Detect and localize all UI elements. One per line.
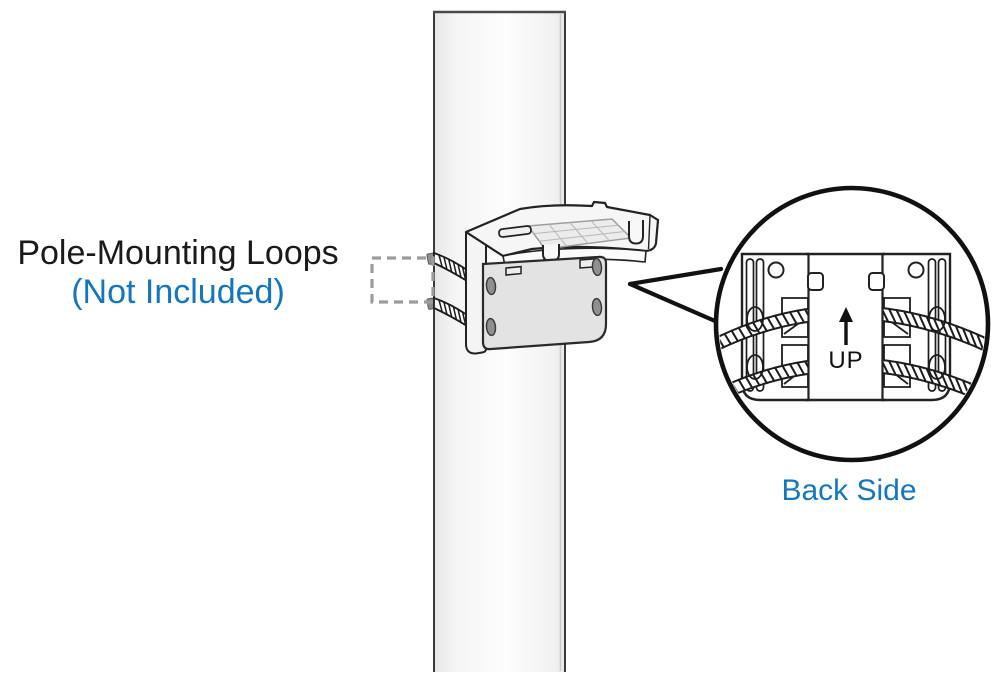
bracket-back-plate xyxy=(481,255,608,351)
plate-hole xyxy=(485,276,497,296)
callout-wedge xyxy=(627,266,724,324)
loop-strap-top-magnified xyxy=(719,305,985,359)
plate-hole xyxy=(591,297,603,317)
back-side-label: Back Side xyxy=(781,474,917,507)
bracket-clamp-arm xyxy=(465,226,487,355)
plate-hole xyxy=(485,317,497,337)
mounting-bracket xyxy=(464,200,660,355)
up-arrow-icon xyxy=(839,307,853,345)
up-label: UP xyxy=(828,347,863,374)
not-included-label: (Not Included) xyxy=(71,273,285,311)
bracket-hook-right xyxy=(628,220,644,245)
magnifier-circle: UP xyxy=(713,185,991,463)
pole-strap-top xyxy=(426,251,468,283)
magnifier-ring xyxy=(713,185,991,463)
back-plate-hole xyxy=(907,261,925,279)
back-plate-hole xyxy=(767,261,785,279)
dashed-callout-box xyxy=(370,256,435,304)
bracket-corner-slot xyxy=(498,225,532,238)
pole-mounting-loops-label: Pole-Mounting Loops xyxy=(17,234,339,272)
plate-hole xyxy=(591,257,603,277)
bracket-back-side-view: UP xyxy=(719,252,985,411)
